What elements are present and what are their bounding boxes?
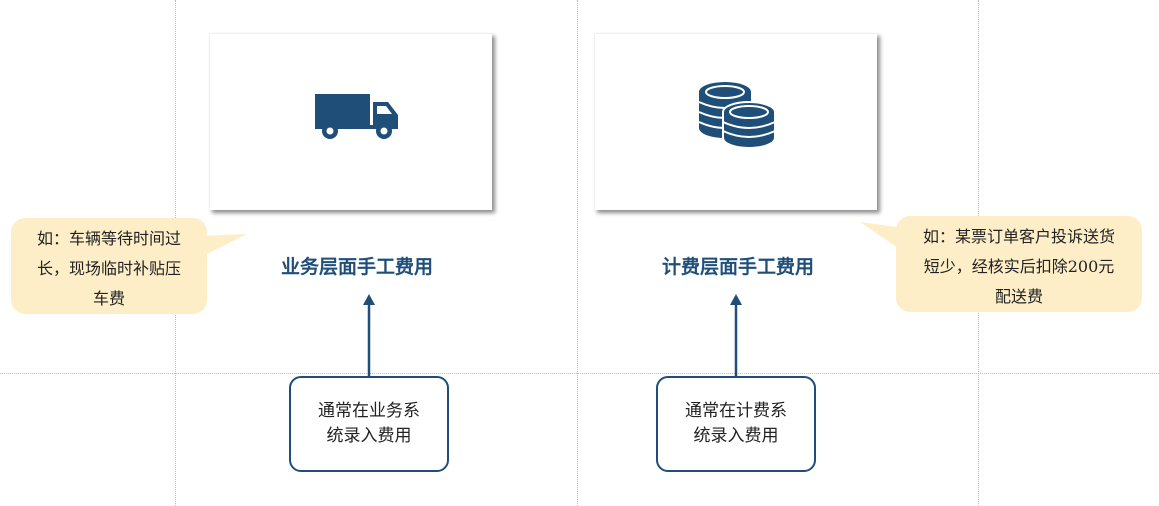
callout-line: 车费 (92, 289, 125, 308)
business-title: 业务层面手工费用 (280, 256, 433, 278)
callout-pointer (199, 234, 247, 258)
truck-icon (315, 94, 398, 139)
business-card (209, 33, 492, 210)
callout-line: 如：车辆等待时间过 (36, 229, 181, 248)
billing-card (594, 33, 877, 210)
note-line: 统录入费用 (693, 426, 779, 446)
business-example-callout: 如：车辆等待时间过 长，现场临时补贴压 车费 (11, 218, 251, 314)
guide-line-horizontal (0, 373, 1159, 374)
note-line: 通常在计费系 (685, 401, 787, 421)
note-line: 通常在业务系 (318, 401, 420, 421)
callout-pointer (860, 222, 904, 252)
up-arrow (730, 294, 742, 376)
up-arrow (363, 294, 375, 376)
billing-system-note: 通常在计费系 统录入费用 (656, 376, 816, 472)
coins-icon (698, 82, 776, 149)
note-line: 统录入费用 (326, 426, 412, 446)
billing-example-callout: 如：某票订单客户投诉送货 短少，经核实后扣除200元 配送费 (860, 216, 1144, 312)
billing-title: 计费层面手工费用 (661, 256, 814, 278)
callout-line: 短少，经核实后扣除200元 (923, 257, 1115, 276)
guide-line-vertical (577, 0, 578, 506)
callout-line: 配送费 (994, 287, 1043, 306)
callout-line: 如：某票订单客户投诉送货 (922, 227, 1115, 246)
business-system-note: 通常在业务系 统录入费用 (289, 376, 449, 472)
callout-line: 长，现场临时补贴压 (36, 259, 181, 278)
